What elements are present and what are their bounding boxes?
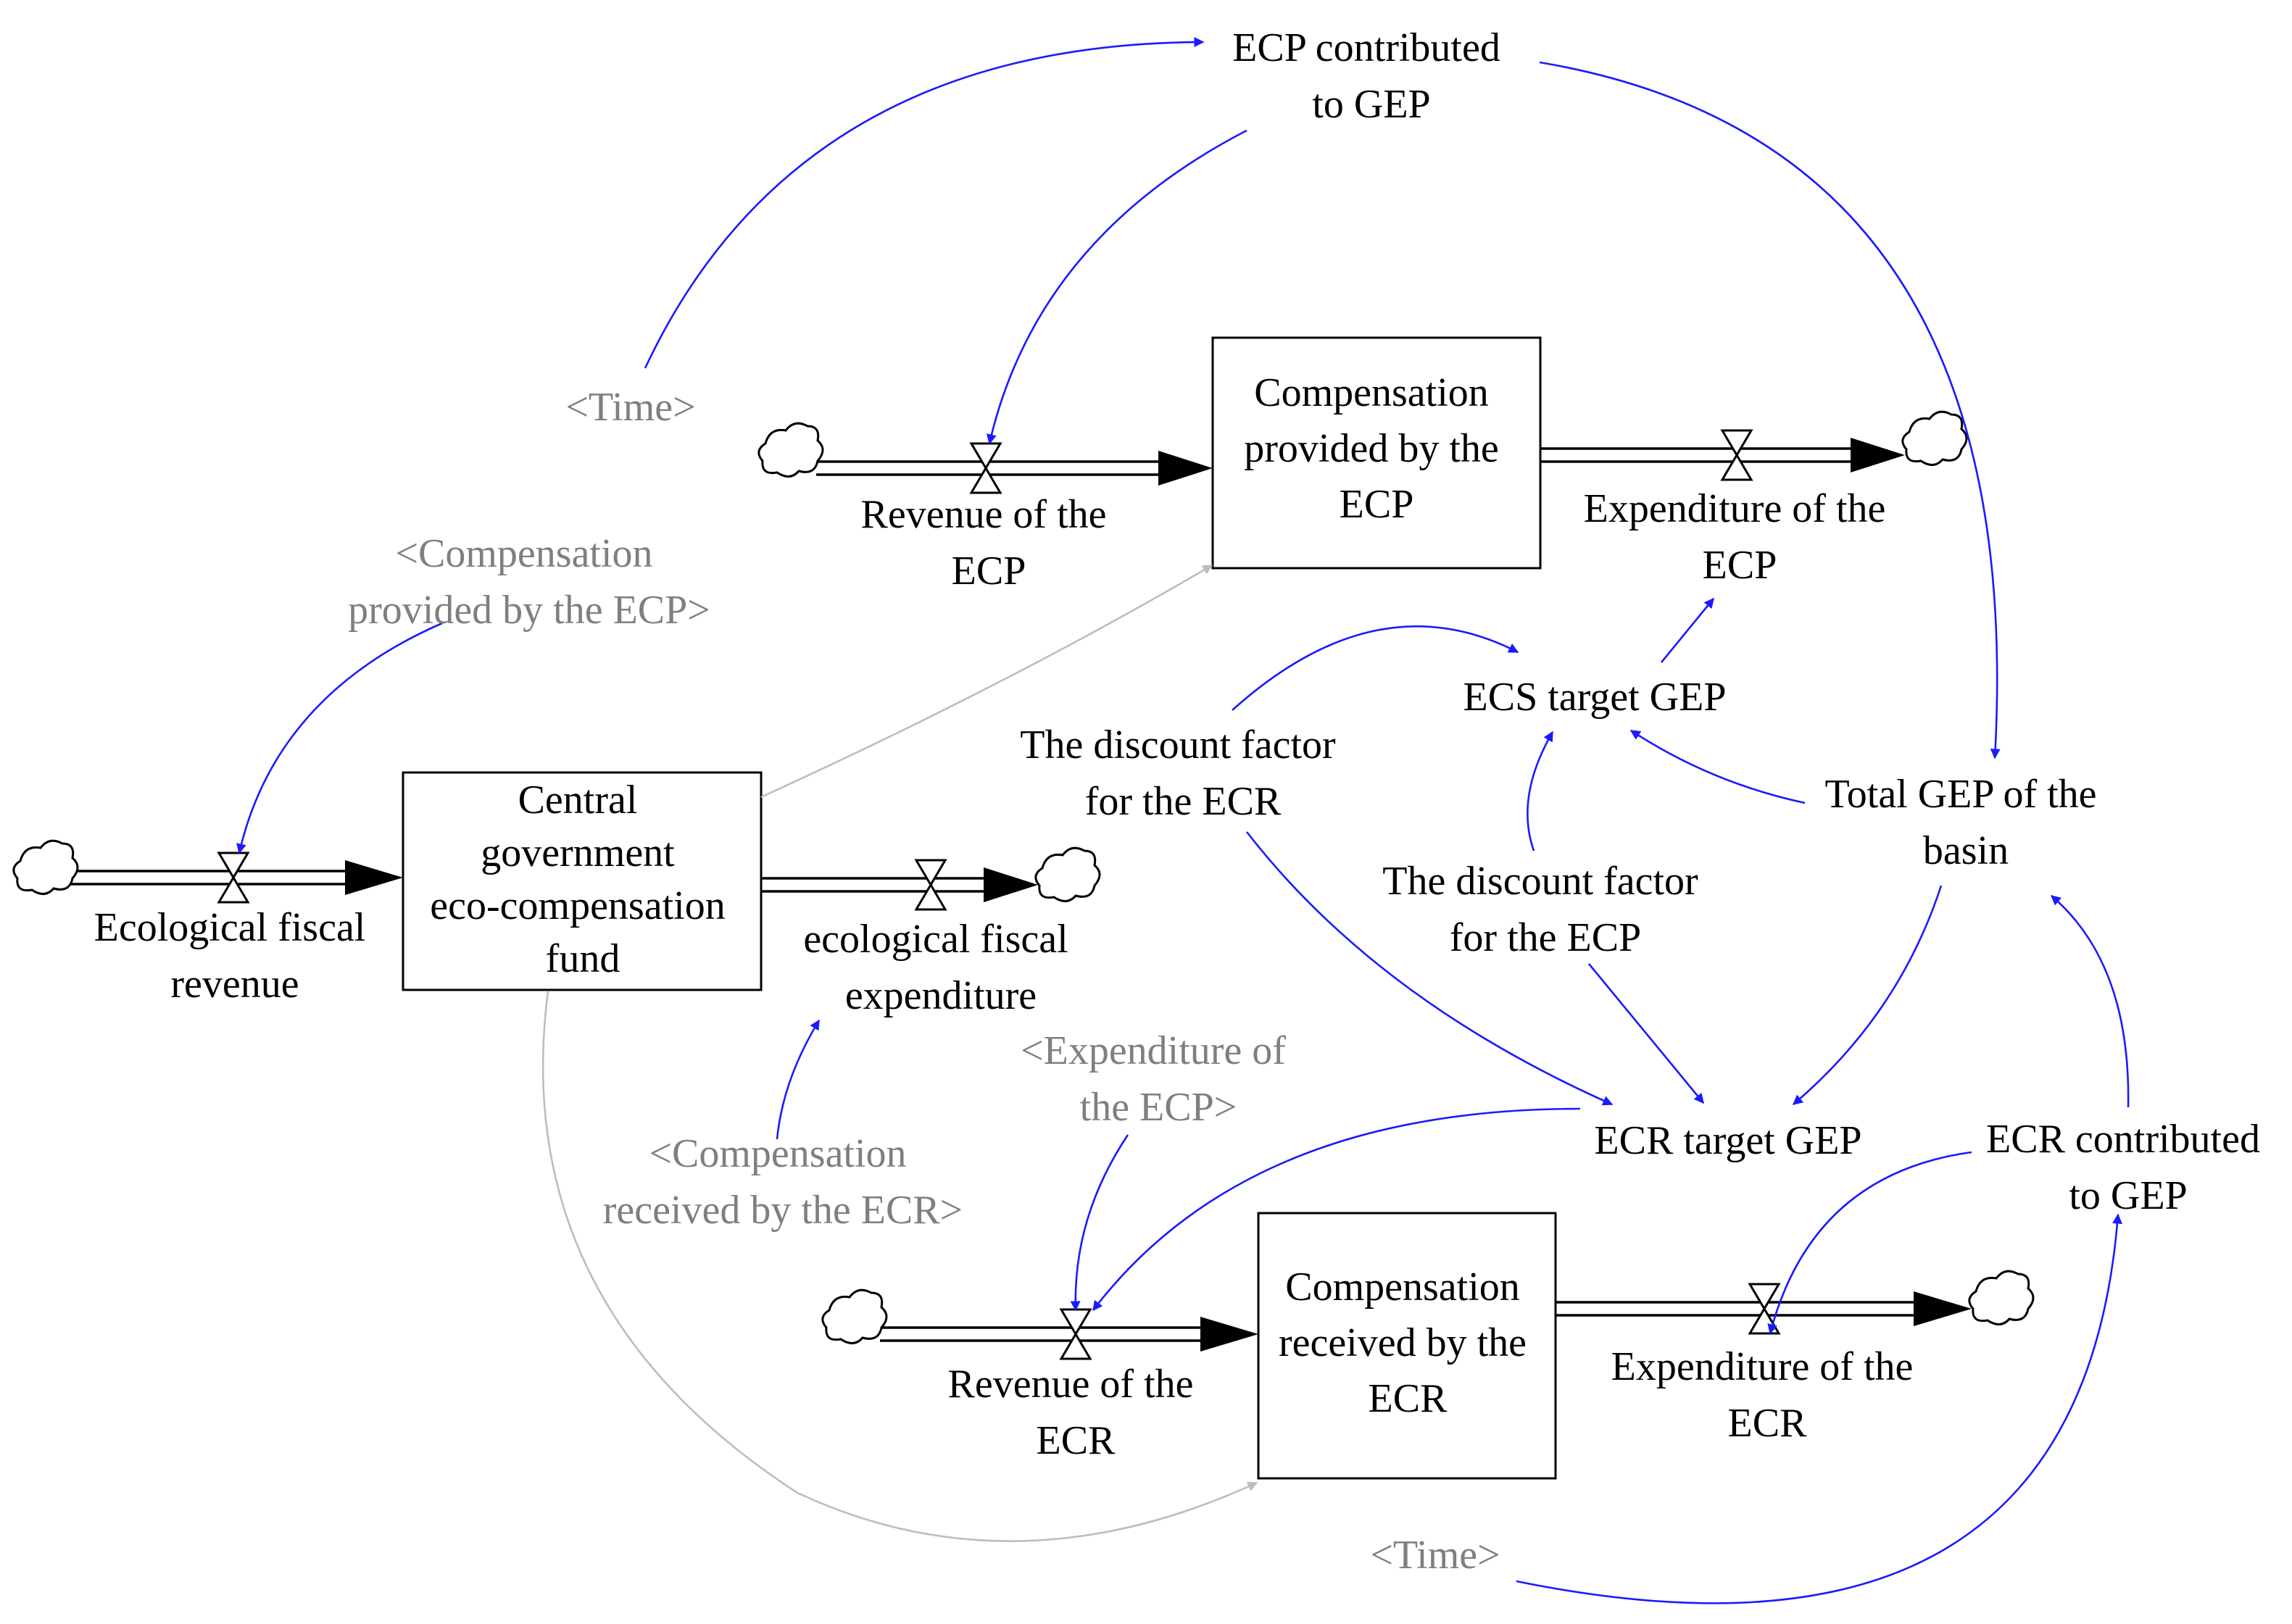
cloud-source-revenue-ecr-icon — [821, 1288, 888, 1344]
valve-ecological-fiscal-expenditure — [914, 859, 947, 911]
link-central-fund-to-comp-received — [541, 991, 1258, 1542]
stock-compensation-provided-ecp — [1211, 336, 1542, 570]
link-central-fund-to-comp-provided — [760, 564, 1213, 799]
valve-revenue-ecr — [1059, 1308, 1092, 1360]
shadow-time-bottom: <Time> — [1370, 1533, 1500, 1578]
link-ecp-contributed-to-total-gep — [1539, 61, 2001, 759]
valve-expenditure-ecr — [1748, 1283, 1781, 1335]
var-ecs-target-gep: ECS target GEP — [1463, 675, 1727, 720]
link-ecr-contributed-to-expenditure-ecr — [1767, 1151, 1972, 1335]
var-discount-factor-ecp: The discount factor for the ECP — [1382, 859, 1708, 960]
link-ecs-target-to-expenditure-ecp — [1660, 597, 1715, 663]
cloud-sink-expenditure-ecr-icon — [1968, 1270, 2035, 1325]
link-time-to-ecr-contributed — [1516, 1213, 2122, 1604]
shadow-expenditure-ecp: <Expenditure of the ECP> — [1021, 1028, 1296, 1130]
flow-pipe-ecological-fiscal-expenditure — [761, 867, 1038, 902]
link-total-gep-to-ecr-target — [1792, 885, 1943, 1105]
flow-pipe-expenditure-ecp — [1540, 438, 1905, 472]
link-discount-ecp-to-ecs-target — [1527, 730, 1554, 851]
flow-label-expenditure-ecr: Expenditure of the ECR — [1611, 1344, 1924, 1446]
var-ecr-contributed-to-gep: ECR contributed to GEP — [1986, 1117, 2270, 1218]
stock-label-compensation-provided-ecp: Compensation provided by the ECP — [1244, 370, 1508, 527]
link-discount-ecr-to-ecr-target — [1245, 831, 1614, 1106]
link-time-to-ecp-contributed — [644, 37, 1205, 369]
link-discount-ecr-to-ecs-target — [1232, 625, 1519, 711]
flow-pipe-expenditure-ecr — [1556, 1291, 1972, 1326]
shadow-compensation-provided-ecp: <Compensation provided by the ECP> — [348, 531, 710, 633]
stock-label-compensation-received-ecr: Compensation received by the ECR — [1279, 1265, 1537, 1421]
flow-label-ecological-fiscal-expenditure: ecological fiscal expenditure — [803, 917, 1078, 1018]
valve-expenditure-ecp — [1720, 429, 1753, 481]
link-ecr-contributed-to-total-gep — [2050, 895, 2130, 1108]
valve-ecological-fiscal-revenue — [217, 851, 250, 904]
stock-central-government-fund — [402, 771, 763, 991]
flow-label-revenue-ecr: Revenue of the ECR — [948, 1362, 1204, 1463]
link-expenditure-ecp-shadow-to-revenue-ecr — [1070, 1134, 1129, 1312]
cloud-source-ecological-revenue-icon — [12, 839, 79, 895]
link-comp-received-to-eco-expenditure — [776, 1019, 821, 1140]
shadow-compensation-received-ecr: <Compensation received by the ECR> — [603, 1131, 963, 1233]
flow-pipe-revenue-ecr — [880, 1317, 1258, 1352]
link-comp-provided-to-eco-revenue — [236, 622, 443, 854]
flow-label-expenditure-ecp: Expenditure of the ECP — [1584, 486, 1896, 588]
stock-compensation-received-ecr — [1257, 1212, 1557, 1480]
var-discount-factor-ecr: The discount factor for the ECR — [1020, 723, 1345, 824]
flow-label-revenue-ecp: Revenue of the ECP — [861, 492, 1117, 594]
link-discount-ecp-to-ecr-target — [1587, 963, 1705, 1104]
stock-label-central-government-fund: Central government eco-compensation fund — [430, 778, 735, 981]
var-ecr-target-gep: ECR target GEP — [1594, 1118, 1861, 1163]
flow-pipe-revenue-ecp — [816, 451, 1213, 486]
link-ecp-contributed-to-revenue-ecp — [987, 129, 1247, 445]
valve-revenue-ecp — [969, 442, 1002, 494]
link-total-gep-to-ecs-target — [1629, 729, 1806, 804]
flow-label-ecological-fiscal-revenue: Ecological fiscal revenue — [94, 905, 376, 1007]
shadow-time-top: <Time> — [565, 385, 695, 430]
var-ecp-contributed-to-gep: ECP contributed to GEP — [1232, 25, 1511, 127]
cloud-sink-ecological-expenditure-icon — [1034, 846, 1101, 902]
var-total-gep-basin: Total GEP of the basin — [1824, 772, 2106, 873]
cloud-source-revenue-ecp-icon — [757, 422, 824, 478]
cloud-sink-expenditure-ecp-icon — [1901, 410, 1968, 466]
link-ecr-target-to-revenue-ecr — [1092, 1107, 1581, 1312]
flow-pipe-ecological-fiscal-revenue — [71, 860, 403, 895]
